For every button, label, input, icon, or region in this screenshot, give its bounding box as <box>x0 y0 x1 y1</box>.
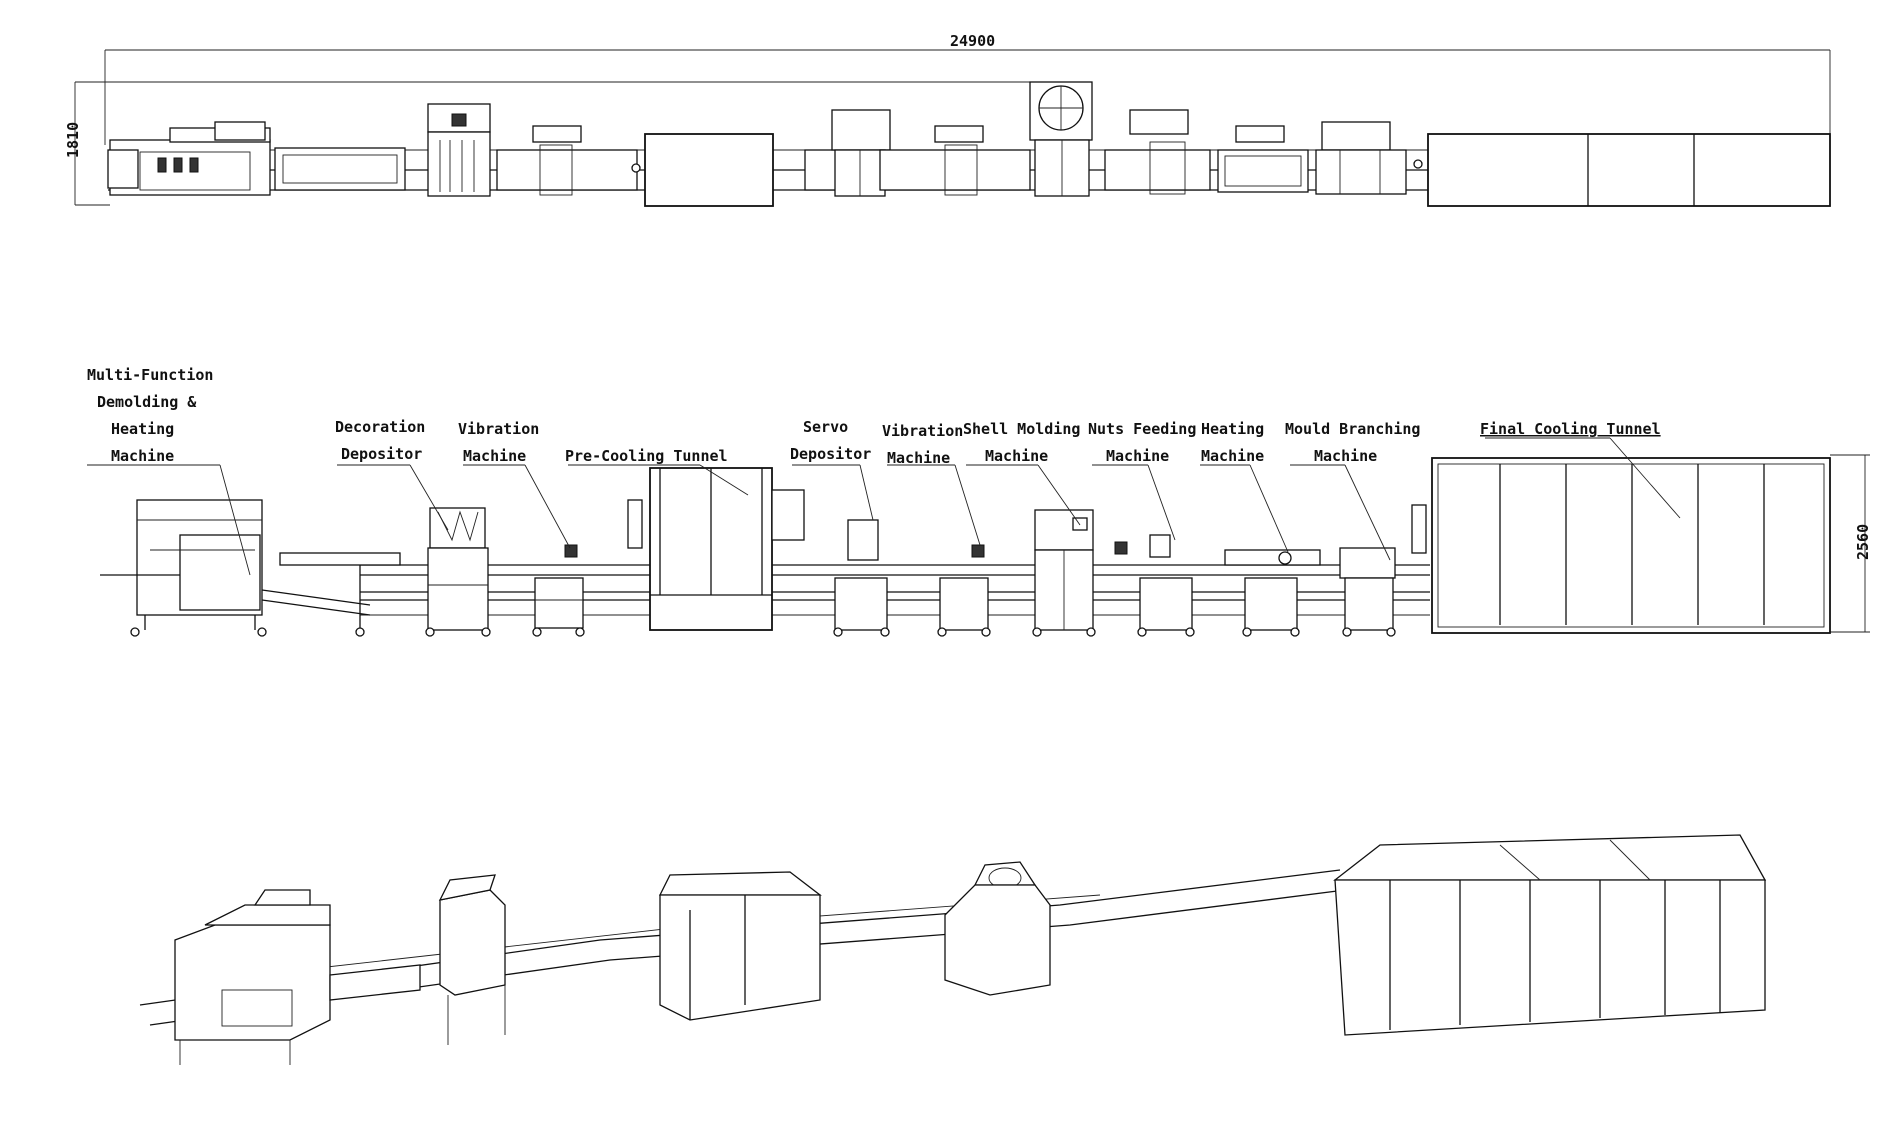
label-heating-line-2: Machine <box>1201 447 1264 465</box>
label-nuts-feeding-line-2: Machine <box>1106 447 1169 465</box>
top-view: 24900 1810 <box>64 32 1831 207</box>
label-vibration-1-line-1: Vibration <box>458 420 539 438</box>
label-multi-function-line-2: Demolding & <box>97 393 197 411</box>
label-final-cooling-tunnel: Final Cooling Tunnel <box>1480 420 1661 438</box>
dimension-height: 2560 <box>1854 524 1872 560</box>
label-decoration-depositor-line-1: Decoration <box>335 418 425 436</box>
label-servo-depositor-line-1: Servo <box>803 418 848 436</box>
label-vibration-1-line-2: Machine <box>463 447 526 465</box>
label-multi-function-line-4: Machine <box>111 447 174 465</box>
label-multi-function-line-3: Heating <box>111 420 174 438</box>
label-mould-branching-line-1: Mould Branching <box>1285 420 1420 438</box>
label-shell-molding-line-2: Machine <box>985 447 1048 465</box>
label-nuts-feeding-line-1: Nuts Feeding <box>1088 420 1196 438</box>
label-heating-line-1: Heating <box>1201 420 1264 438</box>
label-servo-depositor-line-2: Depositor <box>790 445 871 463</box>
label-pre-cooling-tunnel: Pre-Cooling Tunnel <box>565 447 728 465</box>
dimension-width: 1810 <box>64 122 82 158</box>
dimension-total-length: 24900 <box>950 32 995 50</box>
label-decoration-depositor-line-2: Depositor <box>341 445 422 463</box>
label-multi-function-line-1: Multi-Function <box>87 366 213 384</box>
front-view: 2560 <box>87 366 1872 637</box>
label-shell-molding-line-1: Shell Molding <box>963 420 1080 438</box>
label-vibration-2-line-2: Machine <box>887 449 950 467</box>
isometric-view <box>139 834 1767 1065</box>
label-vibration-2-line-1: Vibration <box>882 422 963 440</box>
label-mould-branching-line-2: Machine <box>1314 447 1377 465</box>
